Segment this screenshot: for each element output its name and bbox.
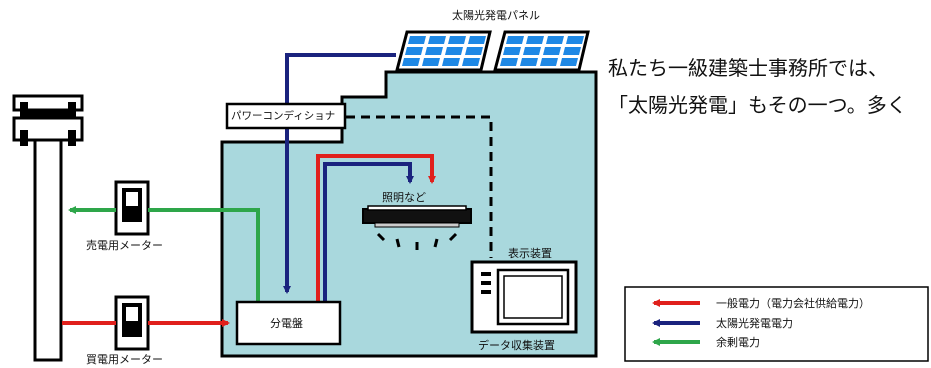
intro-line-1: 私たち一級建築士事務所では、 [608,56,888,80]
grid-power-to-lighting [316,154,436,302]
utility-pole [12,94,84,362]
sell-meter [114,180,150,236]
solar-power-from-panel [285,53,396,103]
buy-meter [114,295,150,351]
surplus-power-flow [148,208,260,302]
legend-label-solar: 太陽光発電電力 [716,317,793,330]
solar-panel-right [493,30,590,72]
power-conditioner-box [225,102,347,130]
legend-label-surplus: 余剰電力 [716,336,760,349]
distribution-board-box [235,300,342,346]
solar-panel-label: 太陽光発電パネル [452,9,540,22]
solar-power-to-lighting [323,162,414,302]
buy-meter-label: 買電用メーター [86,353,163,366]
distribution-board-label: 分電盤 [270,317,303,330]
solar-panel-left [395,30,492,72]
sell-meter-label: 売電用メーター [86,239,163,252]
lighting-label: 照明など [382,191,426,204]
data-signal-line [346,115,493,258]
intro-line-2: 「太陽光発電」もその一つ。多く [608,93,907,117]
lighting-fixture [362,205,472,250]
display-device [470,260,578,334]
power-conditioner-label: パワーコンディショナ [231,110,336,122]
display-label: 表示装置 [508,247,552,260]
data-collector-label: データ収集装置 [478,339,555,352]
legend-label-grid: 一般電力（電力会社供給電力） [716,297,870,310]
